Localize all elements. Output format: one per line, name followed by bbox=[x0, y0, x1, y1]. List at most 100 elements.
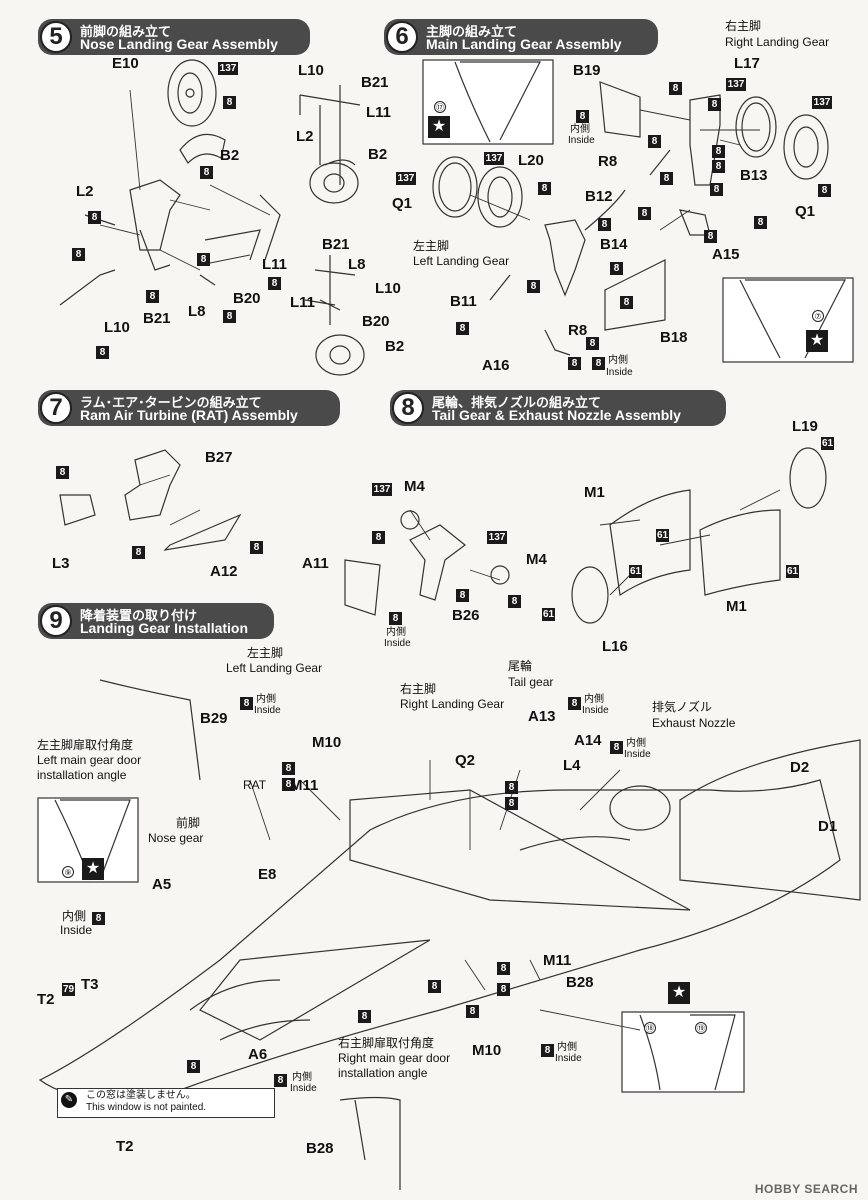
part-label-b2-bottom: B2 bbox=[385, 338, 405, 355]
tail-gear-caption-jp: 尾輪 bbox=[508, 659, 533, 673]
color-chip-8: 8 bbox=[389, 612, 402, 625]
section-title-en: Ram Air Turbine (RAT) Assembly bbox=[80, 407, 298, 423]
right-door-angle-caption-jp: 右主脚扉取付角度 bbox=[338, 1036, 435, 1050]
inside-caption-en: Inside bbox=[254, 705, 281, 716]
color-chip-8: 8 bbox=[610, 741, 623, 754]
door-b18-drawing bbox=[604, 259, 666, 331]
color-chip-8: 8 bbox=[200, 166, 213, 179]
part-label-m10-bottom: M10 bbox=[472, 1042, 502, 1059]
ref-19: ⑲ bbox=[695, 1022, 707, 1034]
color-chip-8: 8 bbox=[538, 182, 551, 195]
part-label-l10-top: L10 bbox=[298, 62, 324, 79]
color-chip-8: 8 bbox=[497, 983, 510, 996]
part-label-t3: T3 bbox=[81, 976, 99, 993]
part-label-l10: L10 bbox=[104, 319, 130, 336]
main-gear-door-inset-right bbox=[722, 277, 854, 363]
color-chip-8: 8 bbox=[712, 160, 725, 173]
part-label-b2-top: B2 bbox=[368, 146, 388, 163]
section-title-jp: 前脚の組み立て bbox=[80, 24, 172, 39]
inside-caption-jp: 内側 bbox=[626, 738, 646, 749]
color-chip-8: 8 bbox=[372, 531, 385, 544]
part-label-q2: Q2 bbox=[455, 752, 476, 769]
section-6-header: 6 主脚の組み立て Main Landing Gear Assembly bbox=[384, 19, 658, 55]
part-label-e8: E8 bbox=[258, 866, 277, 883]
right-landing-gear-caption-jp: 右主脚 bbox=[400, 682, 437, 696]
color-chip-8: 8 bbox=[187, 1060, 200, 1073]
part-label-b20: B20 bbox=[233, 290, 261, 307]
part-label-m4-top: M4 bbox=[404, 478, 425, 495]
right-door-angle-inset bbox=[621, 1011, 745, 1093]
part-label-a13: A13 bbox=[528, 708, 556, 725]
part-label-b28-bottom: B28 bbox=[306, 1140, 334, 1157]
section-title-jp: 主脚の組み立て bbox=[426, 24, 518, 39]
color-chip-8: 8 bbox=[712, 145, 725, 158]
color-chip-8: 8 bbox=[72, 248, 85, 261]
paint-brush-icon: ✎ bbox=[61, 1092, 77, 1108]
right-landing-gear-caption-en: Right Landing Gear bbox=[400, 697, 505, 711]
color-chip-137: 137 bbox=[218, 62, 238, 75]
inside-caption-en: Inside bbox=[290, 1083, 317, 1094]
step-number: 6 bbox=[386, 21, 418, 53]
color-chip-8: 8 bbox=[88, 211, 101, 224]
section-title-jp: 尾輪、排気ノズルの組み立て bbox=[432, 395, 602, 410]
part-label-b29: B29 bbox=[200, 710, 228, 727]
part-label-a14: A14 bbox=[574, 732, 602, 749]
color-chip-8: 8 bbox=[541, 1044, 554, 1057]
right-door-angle-caption-en-2: installation angle bbox=[338, 1066, 428, 1080]
inside-caption-en: Inside bbox=[555, 1053, 582, 1064]
part-label-b28-mid: B28 bbox=[566, 974, 594, 991]
window-not-painted-note: ✎ この窓は塗装しません。 This window is not painted… bbox=[57, 1088, 275, 1118]
part-label-r8: R8 bbox=[598, 153, 618, 170]
left-landing-gear-caption-jp: 左主脚 bbox=[413, 239, 450, 253]
color-chip-8: 8 bbox=[586, 337, 599, 350]
color-chip-8: 8 bbox=[223, 310, 236, 323]
part-label-m1-bottom: M1 bbox=[726, 598, 747, 615]
color-chip-8: 8 bbox=[708, 98, 721, 111]
color-chip-8: 8 bbox=[92, 912, 105, 925]
color-chip-8: 8 bbox=[620, 296, 633, 309]
marking-star-icon: ★ bbox=[806, 330, 828, 352]
part-label-b11: B11 bbox=[450, 293, 477, 310]
step-number: 9 bbox=[40, 605, 72, 637]
color-chip-8: 8 bbox=[568, 357, 581, 370]
color-chip-8: 8 bbox=[428, 980, 441, 993]
inside-caption-en: Inside bbox=[582, 705, 609, 716]
color-chip-137: 137 bbox=[396, 172, 416, 185]
nose-wheel-drawing bbox=[167, 59, 217, 127]
section-title-en: Tail Gear & Exhaust Nozzle Assembly bbox=[432, 407, 681, 423]
color-chip-8: 8 bbox=[592, 357, 605, 370]
part-label-l11: L11 bbox=[262, 256, 288, 273]
color-chip-61: 61 bbox=[656, 529, 669, 542]
nose-assembled-drawing bbox=[299, 85, 361, 185]
part-label-b21-bottom: B21 bbox=[322, 236, 350, 253]
color-chip-8: 8 bbox=[282, 762, 295, 775]
part-label-b20-bottom: B20 bbox=[362, 313, 390, 330]
ref-7: ⑦ bbox=[812, 310, 824, 322]
part-label-l8: L8 bbox=[188, 303, 206, 320]
marking-star-icon: ★ bbox=[428, 116, 450, 138]
ref-17: ⑰ bbox=[434, 101, 446, 113]
section-9-header: 9 降着装置の取り付け Landing Gear Installation bbox=[38, 603, 274, 639]
nozzle-m1-lower bbox=[699, 509, 781, 596]
color-chip-8: 8 bbox=[610, 262, 623, 275]
window-note-jp: この窓は塗装しません。 bbox=[86, 1090, 196, 1101]
color-chip-137: 137 bbox=[487, 531, 507, 544]
part-label-l2-top: L2 bbox=[296, 128, 314, 145]
color-chip-8: 8 bbox=[132, 546, 145, 559]
part-label-b26: B26 bbox=[452, 607, 480, 624]
part-label-l17: L17 bbox=[734, 55, 760, 72]
step-number: 8 bbox=[392, 392, 424, 424]
color-chip-61: 61 bbox=[821, 437, 834, 450]
color-chip-8: 8 bbox=[456, 322, 469, 335]
rat-caption: RAT bbox=[243, 778, 267, 792]
inside-caption-jp: 内側 bbox=[62, 909, 87, 923]
section-title-en: Landing Gear Installation bbox=[80, 620, 249, 636]
inside-caption-en: Inside bbox=[384, 638, 411, 649]
color-chip-8: 8 bbox=[660, 172, 673, 185]
color-chip-8: 8 bbox=[818, 184, 831, 197]
color-chip-8: 8 bbox=[669, 82, 682, 95]
part-label-b21-top: B21 bbox=[361, 74, 389, 91]
section-title-jp: ラム･エア･タービンの組み立て bbox=[80, 395, 262, 410]
color-chip-8: 8 bbox=[638, 207, 651, 220]
